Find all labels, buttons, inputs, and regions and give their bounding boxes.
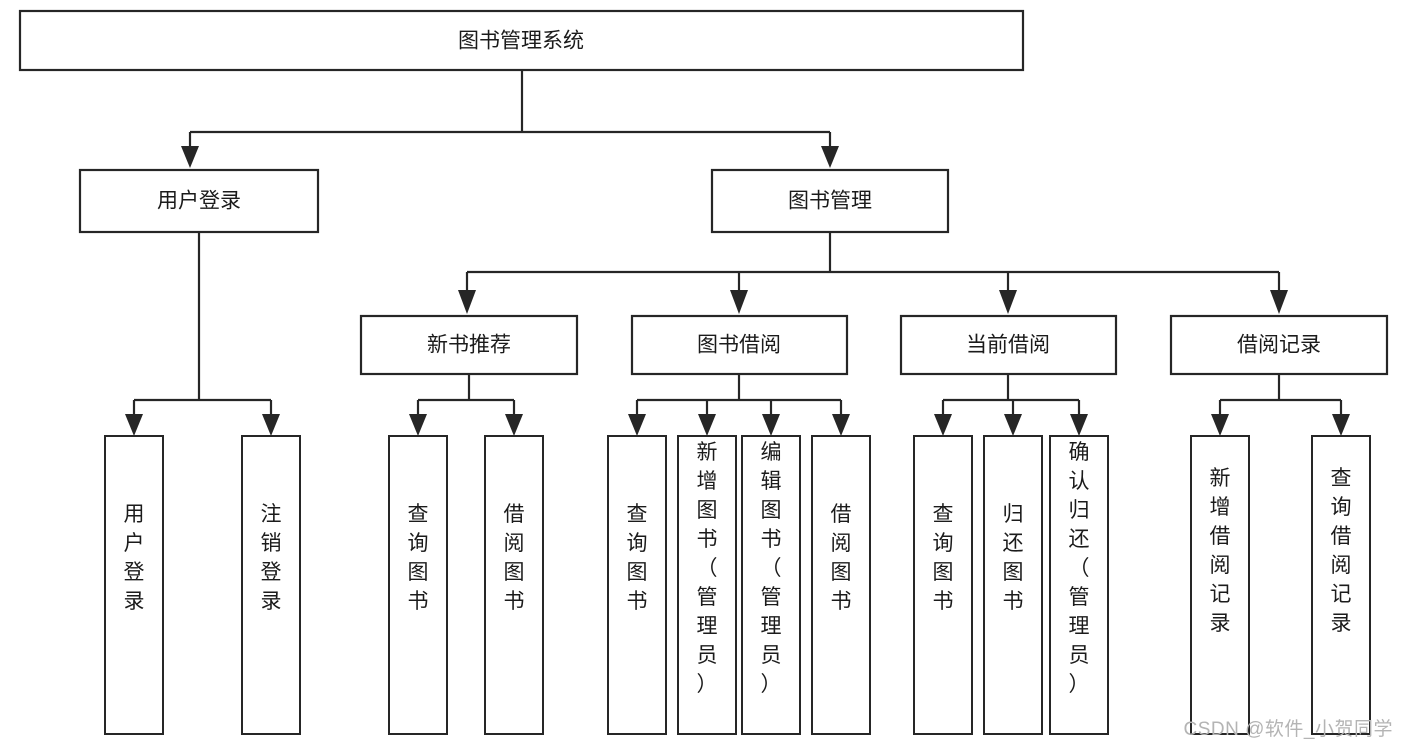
leaf-node-query-book-2[interactable]: 查询图书 (607, 435, 667, 735)
leaf-logout-label: 注销登录 (261, 503, 282, 613)
leaf-query-book-1-rect[interactable] (388, 435, 448, 735)
leaf-add-book-admin-label: 新增图书（管理员） (697, 441, 718, 696)
node-book-borrow-rect[interactable] (630, 314, 849, 376)
node-current-borrow-rect[interactable] (899, 314, 1118, 376)
leaf-node-query-book-3[interactable]: 查询图书 (913, 435, 973, 735)
node-borrow-record-rect[interactable] (1169, 314, 1389, 376)
arrow-head-leaf-logout (262, 414, 280, 436)
leaf-confirm-return-admin-rect[interactable] (1049, 435, 1109, 735)
leaf-borrow-book-1-label: 借阅图书 (504, 503, 525, 613)
node-current-borrow-label: 当前借阅 (966, 334, 1050, 357)
leaf-query-book-3-label: 查询图书 (933, 503, 954, 613)
leaf-confirm-return-admin-label: 确认归还（管理员） (1069, 441, 1090, 696)
leaf-borrow-book-2-rect[interactable] (811, 435, 871, 735)
arrow-head-borrowrecord-leaf-1 (1211, 414, 1229, 436)
arrow-head-bookborrow-leaf-3 (762, 414, 780, 436)
node-book-management-rect[interactable] (710, 168, 950, 234)
leaf-query-borrow-record-label: 查询借阅记录 (1331, 467, 1352, 635)
leaf-add-book-admin-rect[interactable] (677, 435, 737, 735)
node-current-borrow[interactable]: 当前借阅 (899, 314, 1118, 376)
leaf-user-login-label: 用户登录 (124, 503, 145, 613)
arrow-head-bookborrow-leaf-2 (698, 414, 716, 436)
arrow-head-currentborrow-leaf-2 (1004, 414, 1022, 436)
node-borrow-record[interactable]: 借阅记录 (1169, 314, 1389, 376)
arrow-head-bookborrow-leaf-1 (628, 414, 646, 436)
arrow-head-newbook-leaf-2 (505, 414, 523, 436)
leaf-node-borrow-book-2[interactable]: 借阅图书 (811, 435, 871, 735)
node-user-login-rect[interactable] (78, 168, 320, 234)
leaf-node-confirm-return-admin[interactable]: 确认归还（管理员） (1049, 435, 1109, 735)
leaf-query-book-3-rect[interactable] (913, 435, 973, 735)
leaf-query-book-2-rect[interactable] (607, 435, 667, 735)
leaf-logout-rect[interactable] (241, 435, 301, 735)
node-new-book-recommend[interactable]: 新书推荐 (359, 314, 579, 376)
arrow-head-currentborrow-leaf-1 (934, 414, 952, 436)
leaf-add-borrow-record-rect[interactable] (1190, 435, 1250, 735)
arrow-head-book-borrow (730, 290, 748, 314)
arrow-head-borrowrecord-leaf-2 (1332, 414, 1350, 436)
leaf-node-add-book-admin[interactable]: 新增图书（管理员） (677, 435, 737, 735)
leaf-node-borrow-book-1[interactable]: 借阅图书 (484, 435, 544, 735)
arrow-head-current-borrow (999, 290, 1017, 314)
leaf-return-book-label: 归还图书 (1003, 503, 1024, 613)
leaf-node-query-book-1[interactable]: 查询图书 (388, 435, 448, 735)
arrow-head-newbook-leaf-1 (409, 414, 427, 436)
csdn-watermark: CSDN @软件_小贺同学 (1183, 719, 1393, 740)
arrow-head-leaf-user-login (125, 414, 143, 436)
leaf-query-borrow-record-rect[interactable] (1311, 435, 1371, 735)
leaf-edit-book-admin-label: 编辑图书（管理员） (761, 441, 782, 696)
leaf-node-user-login[interactable]: 用户登录 (104, 435, 164, 735)
connector-group (125, 70, 1350, 436)
arrow-head-book-mgmt (821, 146, 839, 168)
leaf-borrow-book-1-rect[interactable] (484, 435, 544, 735)
node-new-book-recommend-label: 新书推荐 (427, 334, 511, 357)
leaf-node-add-borrow-record[interactable]: 新增借阅记录 (1190, 435, 1250, 735)
node-user-login[interactable]: 用户登录 (78, 168, 320, 234)
arrow-head-currentborrow-leaf-3 (1070, 414, 1088, 436)
node-book-management-label: 图书管理 (788, 190, 872, 213)
node-new-book-recommend-rect[interactable] (359, 314, 579, 376)
node-root-rect[interactable] (18, 9, 1025, 72)
arrow-head-new-book (458, 290, 476, 314)
arrow-head-user-login (181, 146, 199, 168)
leaf-node-query-borrow-record[interactable]: 查询借阅记录 (1311, 435, 1371, 735)
node-book-borrow-label: 图书借阅 (697, 334, 781, 357)
leaf-node-edit-book-admin[interactable]: 编辑图书（管理员） (741, 435, 801, 735)
node-borrow-record-label: 借阅记录 (1237, 334, 1321, 357)
leaf-query-book-1-label: 查询图书 (408, 503, 429, 613)
leaf-borrow-book-2-label: 借阅图书 (831, 503, 852, 613)
node-book-management[interactable]: 图书管理 (710, 168, 950, 234)
node-root-label: 图书管理系统 (458, 30, 584, 53)
arrow-head-bookborrow-leaf-4 (832, 414, 850, 436)
leaf-node-logout[interactable]: 注销登录 (241, 435, 301, 735)
node-book-borrow[interactable]: 图书借阅 (630, 314, 849, 376)
leaf-add-borrow-record-label: 新增借阅记录 (1210, 467, 1231, 635)
leaf-edit-book-admin-rect[interactable] (741, 435, 801, 735)
leaf-user-login-rect[interactable] (104, 435, 164, 735)
node-root-book-management-system[interactable]: 图书管理系统 (18, 9, 1025, 72)
leaf-node-return-book[interactable]: 归还图书 (983, 435, 1043, 735)
leaf-query-book-2-label: 查询图书 (627, 503, 648, 613)
node-user-login-label: 用户登录 (157, 190, 241, 213)
arrow-head-borrow-record (1270, 290, 1288, 314)
leaf-return-book-rect[interactable] (983, 435, 1043, 735)
